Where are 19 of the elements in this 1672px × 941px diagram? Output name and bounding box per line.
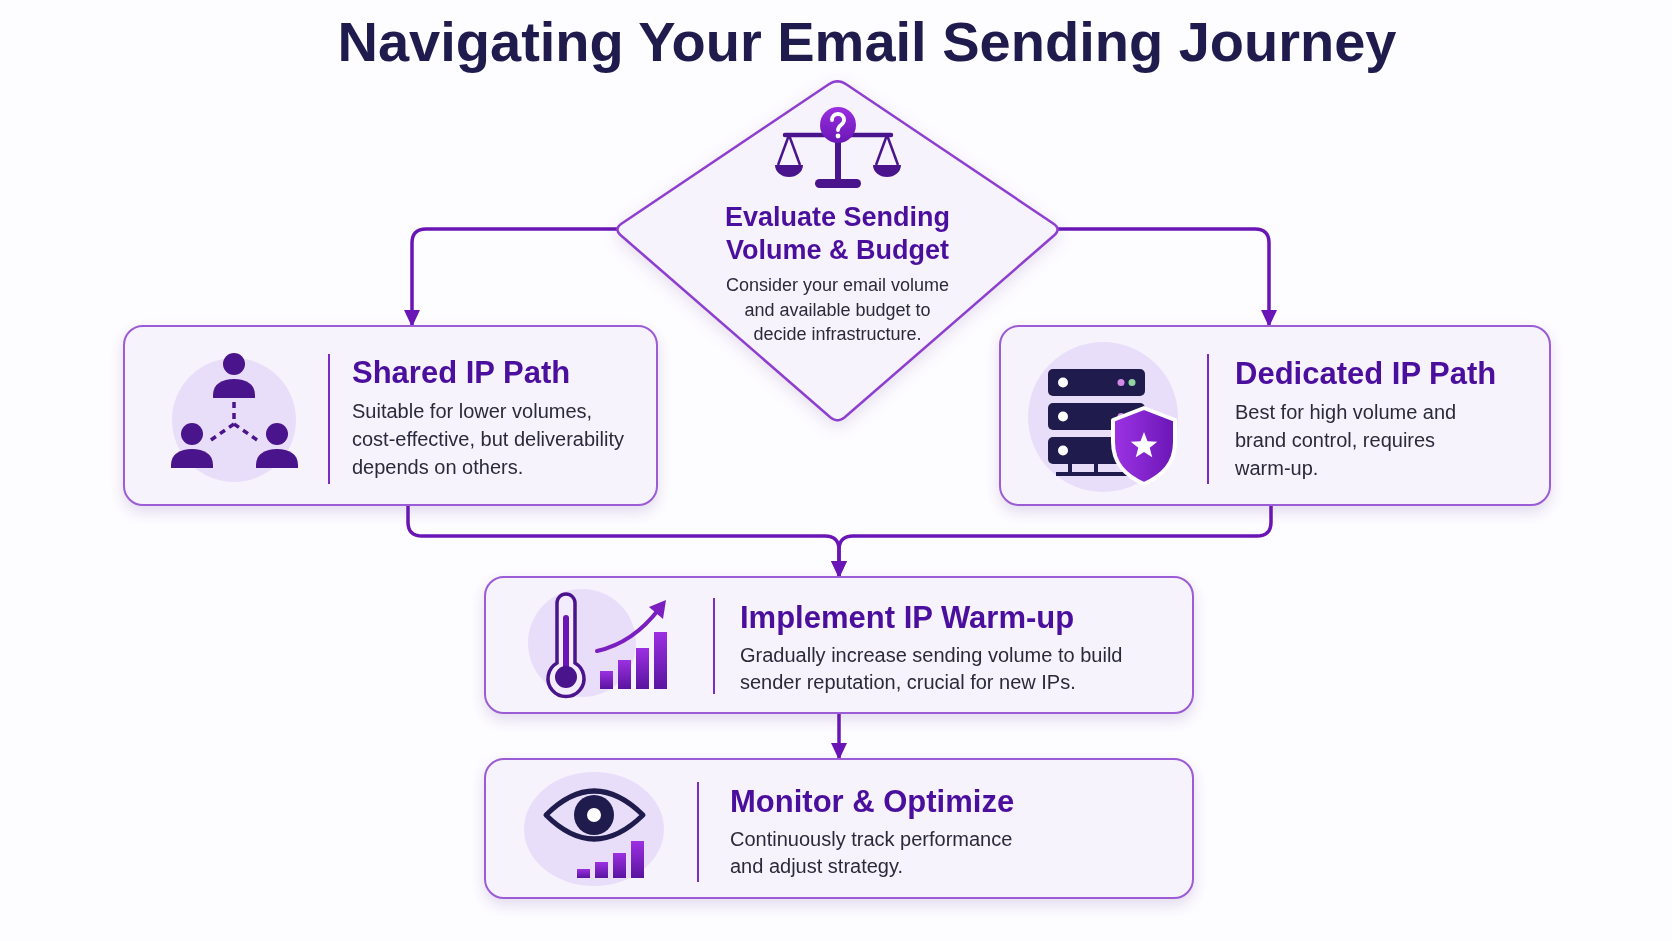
flow-arrow [831,506,1273,578]
step-description: Best for high volume and brand control, requires warm-up. [1235,400,1458,481]
diagram-title: Navigating Your Email Sending Journey [337,10,1397,74]
step-card [484,758,1194,899]
step-title: Evaluate Sending Volume & Budget [723,201,952,267]
step-card [123,325,658,506]
step-description: Continuously track performance and adjust strategy. [730,827,1014,879]
step-title: Implement IP Warm-up [740,599,1075,637]
step-title: Monitor & Optimize [730,783,1015,821]
step-title: Shared IP Path [352,354,571,392]
step-card [484,576,1194,714]
flow-arrow [831,714,847,760]
step-description: Consider your email volume and available budget to decide infrastructure. [724,274,951,346]
step-description: Gradually increase sending volume to build sender reputation, crucial for new IPs. [740,643,1124,695]
step-title: Dedicated IP Path [1235,355,1497,393]
step-card [999,325,1551,506]
step-description: Suitable for lower volumes, cost-effective, but deliverability depends on others. [352,399,625,480]
flow-arrow [1058,227,1277,327]
flow-arrow [404,227,617,327]
